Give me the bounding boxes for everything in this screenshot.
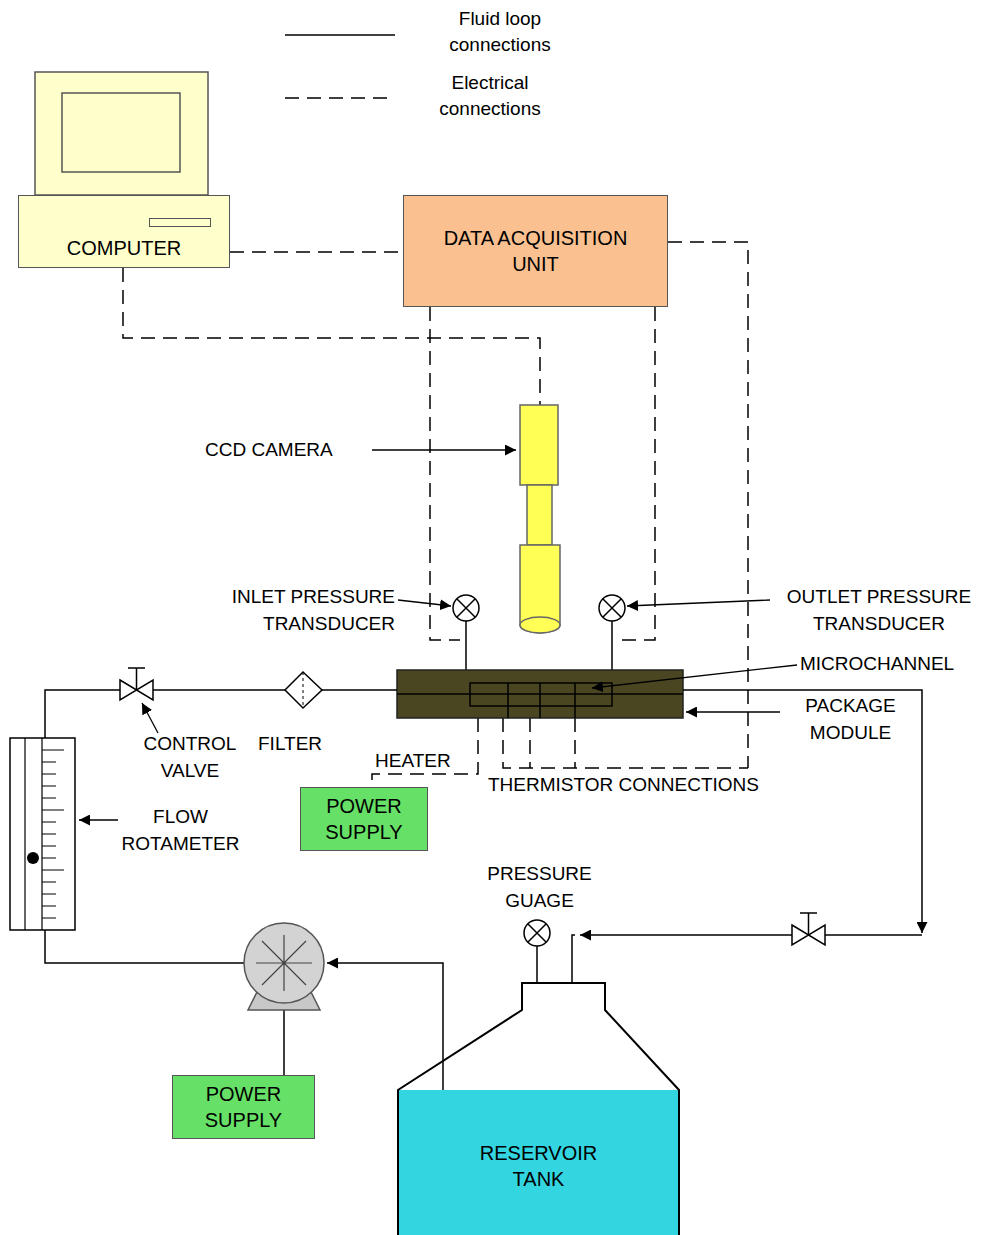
node-text: RESERVOIR TANK (457, 1140, 620, 1192)
filter-label: FILTER (258, 731, 322, 758)
pressure-gauge (524, 920, 550, 946)
reservoir-tank: RESERVOIR TANK (397, 982, 680, 1235)
flow-rotameter (10, 738, 75, 930)
node-text: POWER SUPPLY (181, 1081, 306, 1133)
node-text: COMPUTER (67, 235, 181, 261)
electrical-wires (123, 242, 748, 787)
legend-sample (285, 97, 395, 99)
leader-lines (79, 450, 797, 820)
electrical-connector (230, 251, 403, 253)
part-label: PACKAGE MODULE (783, 693, 918, 746)
heater-label: HEATER (375, 748, 451, 775)
pump (244, 923, 324, 1010)
legend-text: Fluid loop connections (425, 6, 575, 57)
computer-monitor (35, 72, 208, 195)
valves (120, 668, 825, 945)
power-supply-box: POWER SUPPLY (300, 787, 428, 851)
pressure-transducers (453, 595, 625, 670)
ccd-camera (520, 405, 560, 633)
tank-outline (397, 982, 680, 1235)
water (397, 1090, 680, 1235)
tank-wall (398, 983, 679, 1235)
legend-samples (285, 35, 395, 98)
camera-label: CCD CAMERA (205, 437, 333, 464)
transducer-label: OUTLET PRESSURE TRANSDUCER (768, 584, 990, 637)
transducer-label: INLET PRESSURE TRANSDUCER (190, 584, 395, 637)
legend-text: Electrical connections (415, 70, 565, 121)
rotameter-label: FLOW ROTAMETER (118, 804, 243, 857)
legend-sample (285, 34, 395, 36)
computer-box: COMPUTER (18, 195, 230, 268)
filter-symbol (285, 672, 322, 708)
power-supply-box: POWER SUPPLY (172, 1075, 315, 1139)
gauge-label: PRESSURE GUAGE (472, 861, 607, 914)
node-text: DATA ACQUISITION UNIT (424, 225, 647, 277)
thermistor-label: THERMISTOR CONNECTIONS (488, 772, 759, 799)
node-text: POWER SUPPLY (309, 793, 419, 845)
part-label: MICROCHANNEL (800, 651, 954, 678)
package-module (397, 670, 683, 718)
daq-box: DATA ACQUISITION UNIT (403, 195, 668, 307)
valve-label: CONTROL VALVE (125, 731, 255, 784)
